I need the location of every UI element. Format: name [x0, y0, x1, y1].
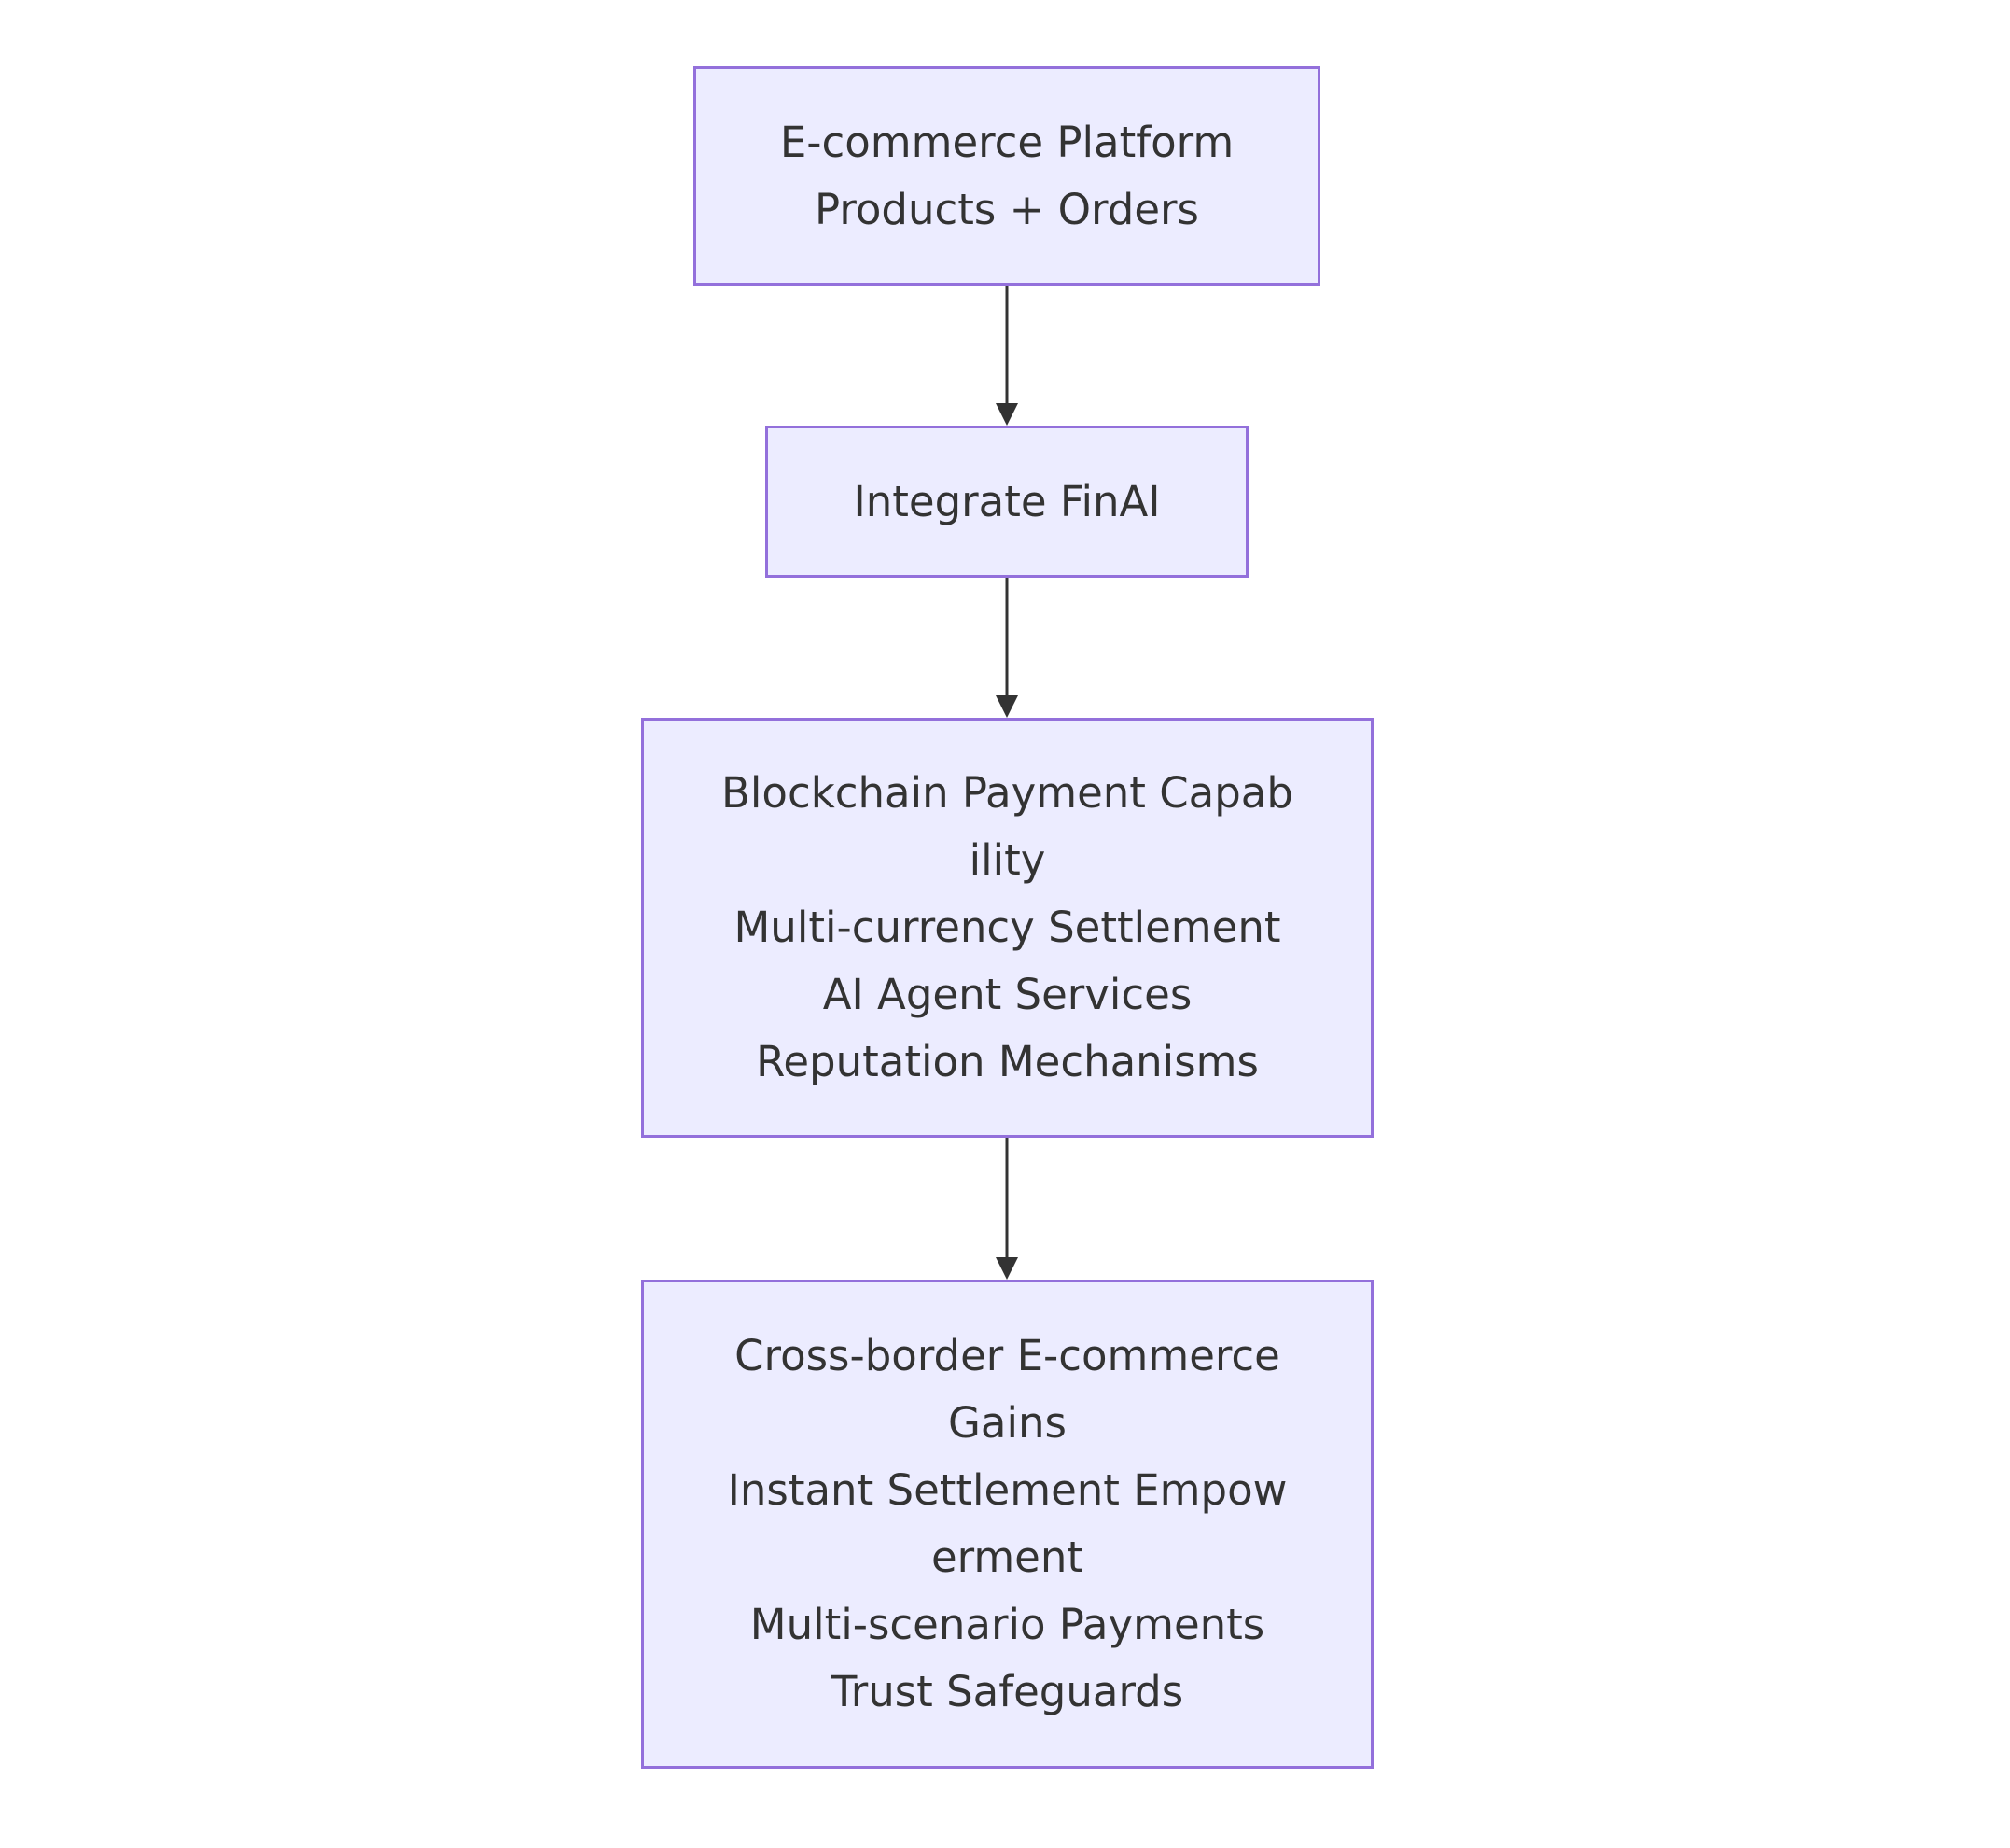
edge-platform-to-integrate: [996, 286, 1018, 426]
node-label-line: Integrate FinAI: [853, 476, 1161, 526]
node-label-line: Trust Safeguards: [831, 1667, 1184, 1716]
edge-integrate-to-capabilities: [996, 578, 1018, 718]
node-label-line: Multi-currency Settlement: [733, 903, 1281, 952]
node-gains[interactable]: Cross-border E-commerce Gains Instant Se…: [641, 1280, 1374, 1769]
node-label-line: Gains: [948, 1398, 1067, 1448]
edge-capabilities-to-gains: [996, 1138, 1018, 1280]
node-label-line: Cross-border E-commerce: [734, 1331, 1280, 1380]
node-label-line: erment: [930, 1533, 1084, 1582]
arrowhead-icon: [996, 695, 1018, 718]
node-label-line: Instant Settlement Empow: [727, 1465, 1288, 1515]
node-label-line: E-commerce Platform: [779, 117, 1235, 167]
node-label-line: Products + Orders: [815, 184, 1199, 234]
node-capabilities[interactable]: Blockchain Payment Capab ility Multi-cur…: [641, 718, 1374, 1138]
node-label-line: Multi-scenario Payments: [749, 1600, 1265, 1649]
node-ecommerce-platform[interactable]: E-commerce Platform Products + Orders: [693, 66, 1320, 286]
node-integrate-finai[interactable]: Integrate FinAI: [765, 426, 1249, 578]
node-label-line: Blockchain Payment Capab: [721, 768, 1293, 818]
node-label-line: ility: [969, 835, 1046, 885]
arrowhead-icon: [996, 403, 1018, 426]
node-label-line: AI Agent Services: [822, 970, 1193, 1019]
node-label-line: Reputation Mechanisms: [756, 1037, 1259, 1086]
arrowhead-icon: [996, 1257, 1018, 1280]
